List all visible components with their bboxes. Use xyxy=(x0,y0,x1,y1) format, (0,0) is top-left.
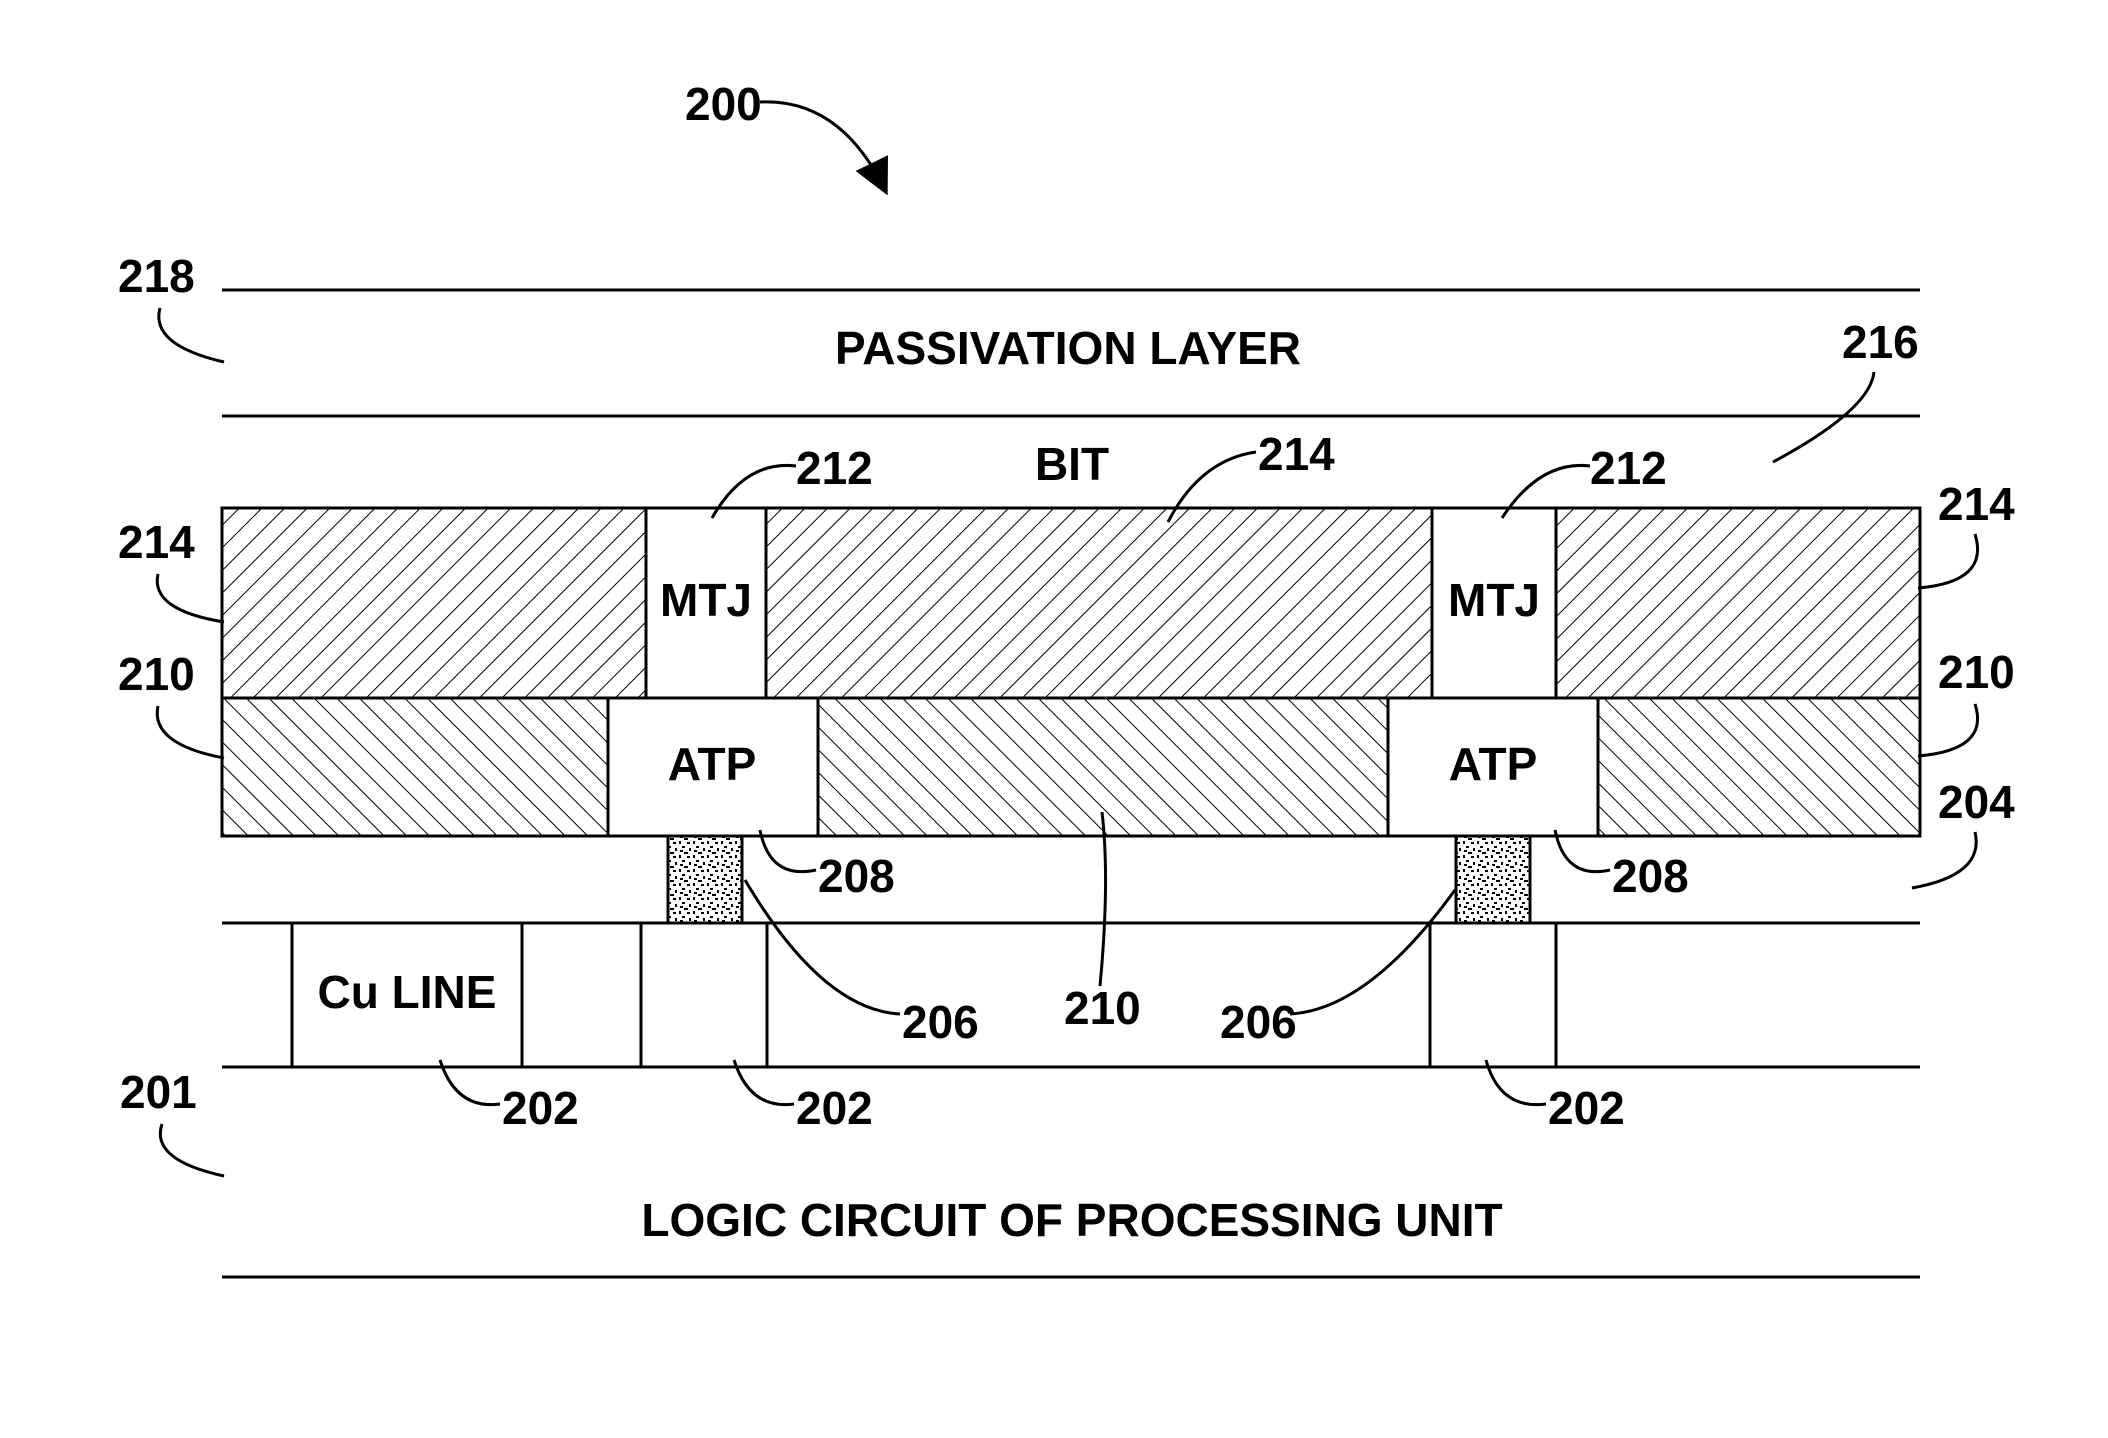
ref-via-left: 206 xyxy=(902,996,979,1048)
atp-fill-left xyxy=(222,698,608,836)
ref-atp-left: 208 xyxy=(818,850,895,902)
ref-via-right: 206 xyxy=(1220,996,1297,1048)
ref-top-fill-left: 214 xyxy=(118,516,195,568)
ref-mtj-left: 212 xyxy=(796,442,873,494)
ref-logic: 201 xyxy=(120,1066,197,1118)
leader-passivation xyxy=(159,308,224,362)
leader-via-layer xyxy=(1912,832,1976,888)
figure-number: 200 xyxy=(685,78,762,130)
passivation-layer-label: PASSIVATION LAYER xyxy=(835,322,1301,374)
top-fill-middle xyxy=(766,508,1432,698)
mtj-right-label: MTJ xyxy=(1448,574,1540,626)
atp-right-label: ATP xyxy=(1449,738,1538,790)
ref-bit: 216 xyxy=(1842,316,1919,368)
ref-cu-contact-left: 202 xyxy=(796,1082,873,1134)
logic-circuit-label: LOGIC CIRCUIT OF PROCESSING UNIT xyxy=(641,1194,1502,1246)
via-right xyxy=(1456,836,1530,923)
ref-cu-line: 202 xyxy=(502,1082,579,1134)
mtj-left-label: MTJ xyxy=(660,574,752,626)
ref-mtj-right: 212 xyxy=(1590,442,1667,494)
bit-label: BIT xyxy=(1035,438,1109,490)
leader-top-fill-right xyxy=(1918,534,1978,588)
cu-line-label: Cu LINE xyxy=(318,966,497,1018)
ref-via-layer: 204 xyxy=(1938,776,2015,828)
atp-left-label: ATP xyxy=(668,738,757,790)
ref-cu-contact-right: 202 xyxy=(1548,1082,1625,1134)
leader-atp-fill-left xyxy=(157,706,224,758)
ref-passivation: 218 xyxy=(118,250,195,302)
ref-atp-right: 208 xyxy=(1612,850,1689,902)
leader-top-fill-left xyxy=(157,574,224,622)
ref-atp-fill-left: 210 xyxy=(118,648,195,700)
leader-atp-fill-middle xyxy=(1100,812,1106,986)
top-fill-left xyxy=(222,508,646,698)
atp-fill-right xyxy=(1598,698,1920,836)
ref-atp-fill-right: 210 xyxy=(1938,646,2015,698)
top-fill-right xyxy=(1556,508,1920,698)
via-left xyxy=(668,836,742,923)
ref-top-fill-right: 214 xyxy=(1938,478,2015,530)
ref-top-fill-middle: 214 xyxy=(1258,428,1335,480)
leader-atp-fill-right xyxy=(1918,704,1978,756)
figure-number-arrow xyxy=(760,102,885,190)
cu-contact-left xyxy=(641,923,767,1067)
leader-logic xyxy=(160,1124,224,1176)
ref-atp-fill-middle: 210 xyxy=(1064,982,1141,1034)
cu-contact-right xyxy=(1430,923,1556,1067)
